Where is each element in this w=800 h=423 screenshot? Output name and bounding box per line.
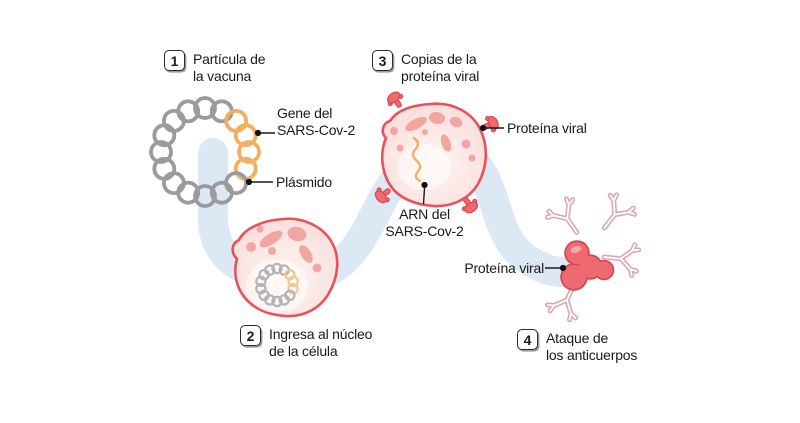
gene-label-line1: Gene del	[277, 105, 333, 121]
leader-lines	[245, 124, 567, 272]
step-4-title-line2: los anticuerpos	[546, 347, 638, 363]
gene-label: Gene del SARS-Cov-2	[277, 105, 355, 139]
cell-nucleus-icon	[231, 217, 339, 318]
step-2-title-line2: de la célula	[269, 343, 338, 359]
step-2-title: Ingresa al núcleo de la célula	[269, 325, 372, 360]
antibody-attack-group	[545, 192, 639, 322]
step-1-badge: 1	[164, 50, 185, 71]
step-1: 1 Partícula de la vacuna	[164, 50, 266, 85]
viral-protein-label-cell: Proteína viral	[507, 120, 587, 136]
viral-protein-label-antibody: Proteína viral	[464, 260, 544, 276]
step-1-title-line1: Partícula de	[193, 51, 266, 67]
cell-protein-icon	[371, 88, 502, 217]
step-1-title-line2: la vacuna	[193, 68, 252, 84]
rna-strand-icon	[411, 136, 422, 183]
rna-label: ARN del SARS-Cov-2	[374, 206, 475, 240]
step-4-badge: 4	[517, 329, 538, 350]
step-4: 4 Ataque de los anticuerpos	[517, 329, 637, 364]
nucleus-plasmid-icon	[255, 262, 299, 308]
plasmid-ring-icon	[149, 96, 261, 208]
step-4-number: 4	[523, 331, 532, 348]
step-3-number: 3	[378, 52, 387, 69]
viral-protein-blob-icon	[560, 240, 615, 291]
viral-protein-spike-icon	[383, 88, 408, 112]
step-4-title-line1: Ataque de	[546, 330, 609, 346]
plasmid-label: Plásmido	[276, 174, 332, 190]
antibody-icon	[545, 196, 589, 241]
step-1-title: Partícula de la vacuna	[193, 50, 266, 85]
step-2-number: 2	[246, 327, 255, 344]
step-3-title-line1: Copias de la	[401, 51, 477, 67]
rna-label-line2: SARS-Cov-2	[385, 223, 464, 239]
step-1-number: 1	[170, 52, 179, 69]
rna-label-line1: ARN del	[399, 206, 450, 222]
step-3-title: Copias de la proteína viral	[401, 50, 479, 85]
step-4-title: Ataque de los anticuerpos	[546, 329, 637, 364]
step-2-badge: 2	[240, 325, 261, 346]
step-3: 3 Copias de la proteína viral	[372, 50, 479, 85]
antibody-icon	[592, 192, 637, 237]
step-2-title-line1: Ingresa al núcleo	[269, 326, 373, 342]
step-3-badge: 3	[372, 50, 393, 71]
step-3-title-line2: proteína viral	[401, 68, 480, 84]
step-2: 2 Ingresa al núcleo de la célula	[240, 325, 372, 360]
gene-label-line2: SARS-Cov-2	[277, 122, 356, 138]
